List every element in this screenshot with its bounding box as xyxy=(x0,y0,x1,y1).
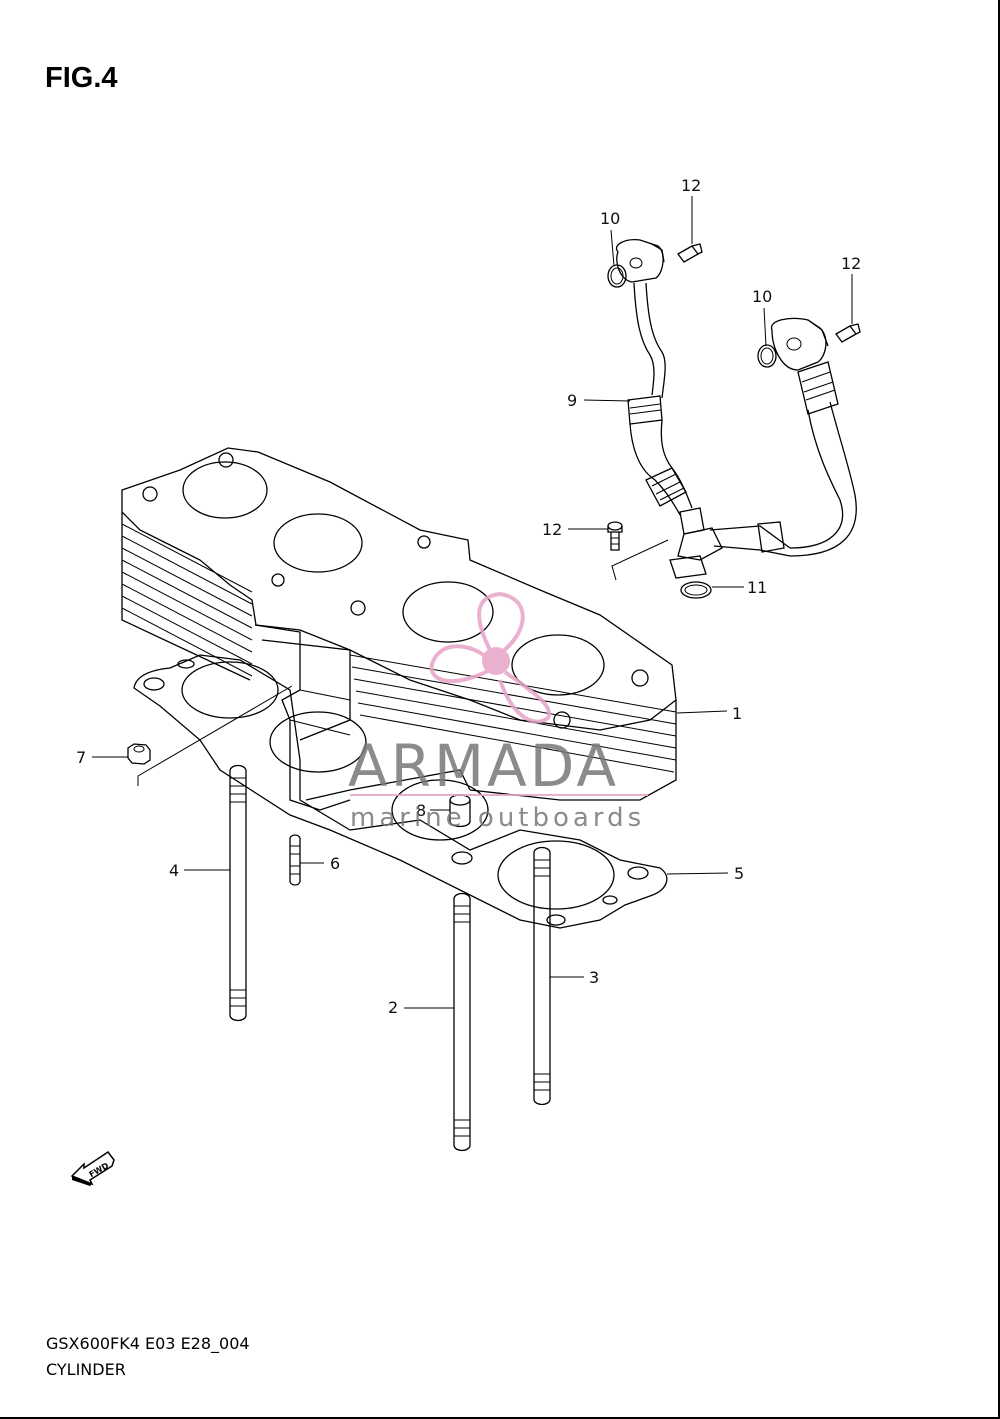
bolt-12-right xyxy=(835,323,861,343)
callout-6: 6 xyxy=(330,854,340,873)
o-ring-10-left xyxy=(607,264,627,288)
callout-12-right: 12 xyxy=(841,254,861,273)
o-ring-11 xyxy=(680,581,712,599)
base-gasket xyxy=(133,654,668,929)
stud-bolt-4 xyxy=(229,764,247,1022)
callout-8: 8 xyxy=(416,801,426,820)
figure-title: FIG.4 xyxy=(45,62,118,94)
callout-11: 11 xyxy=(747,578,767,597)
stud-bolt-3 xyxy=(533,846,551,1106)
dowel-6 xyxy=(289,834,301,886)
cylinder-block xyxy=(121,447,677,811)
leader-lines xyxy=(92,196,853,1009)
callout-10-right: 10 xyxy=(752,287,772,306)
footer-part-name: CYLINDER xyxy=(46,1360,126,1379)
callout-3: 3 xyxy=(589,968,599,987)
callout-10-left: 10 xyxy=(600,209,620,228)
bolt-12-top xyxy=(677,243,703,263)
callout-7: 7 xyxy=(76,748,86,767)
stud-bolt-2 xyxy=(453,892,471,1152)
callout-5: 5 xyxy=(734,864,744,883)
oil-hose-assembly xyxy=(611,239,857,581)
watermark-tagline: marine outboards xyxy=(350,803,645,833)
nut-7 xyxy=(127,685,293,786)
callout-2: 2 xyxy=(388,998,398,1017)
bolt-12-mid xyxy=(607,521,623,551)
callout-12-top: 12 xyxy=(681,176,701,195)
watermark-brand: ARMADA xyxy=(348,732,619,800)
footer-model-code: GSX600FK4 E03 E28_004 xyxy=(46,1334,250,1353)
callout-labels: 1 2 3 4 5 6 7 8 9 10 10 11 12 12 12 xyxy=(76,176,861,1017)
propeller-logo-icon xyxy=(429,591,552,724)
callout-9: 9 xyxy=(567,391,577,410)
fwd-arrow-icon: FWD xyxy=(70,1150,115,1186)
callout-4: 4 xyxy=(169,861,179,880)
callout-12-mid: 12 xyxy=(542,520,562,539)
watermark: ARMADA marine outboards xyxy=(348,591,648,833)
o-ring-10-right xyxy=(757,344,777,368)
callout-1: 1 xyxy=(732,704,742,723)
